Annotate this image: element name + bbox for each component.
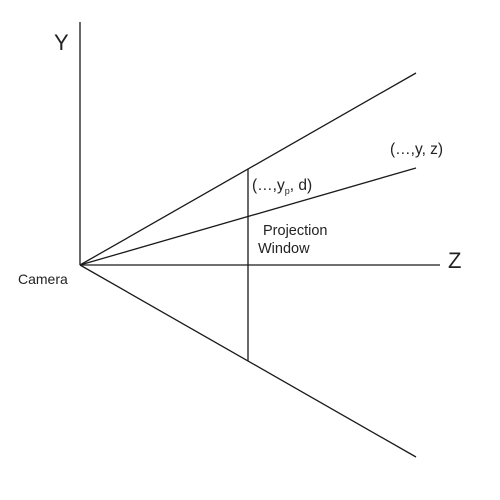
projected-point-label: (…,yp, d) xyxy=(252,177,312,196)
z-axis-label: Z xyxy=(448,248,461,273)
projected-point-suffix: , d) xyxy=(290,177,312,194)
projection-window-label-line2: Window xyxy=(258,241,310,257)
world-point-label: (…,y, z) xyxy=(390,141,443,158)
projection-window-label-line1: Projection xyxy=(263,223,327,239)
y-axis-label: Y xyxy=(54,30,69,55)
camera-label: Camera xyxy=(18,271,68,287)
projected-point-subscript: p xyxy=(285,186,290,196)
projected-point-prefix: (…,y xyxy=(252,177,285,194)
